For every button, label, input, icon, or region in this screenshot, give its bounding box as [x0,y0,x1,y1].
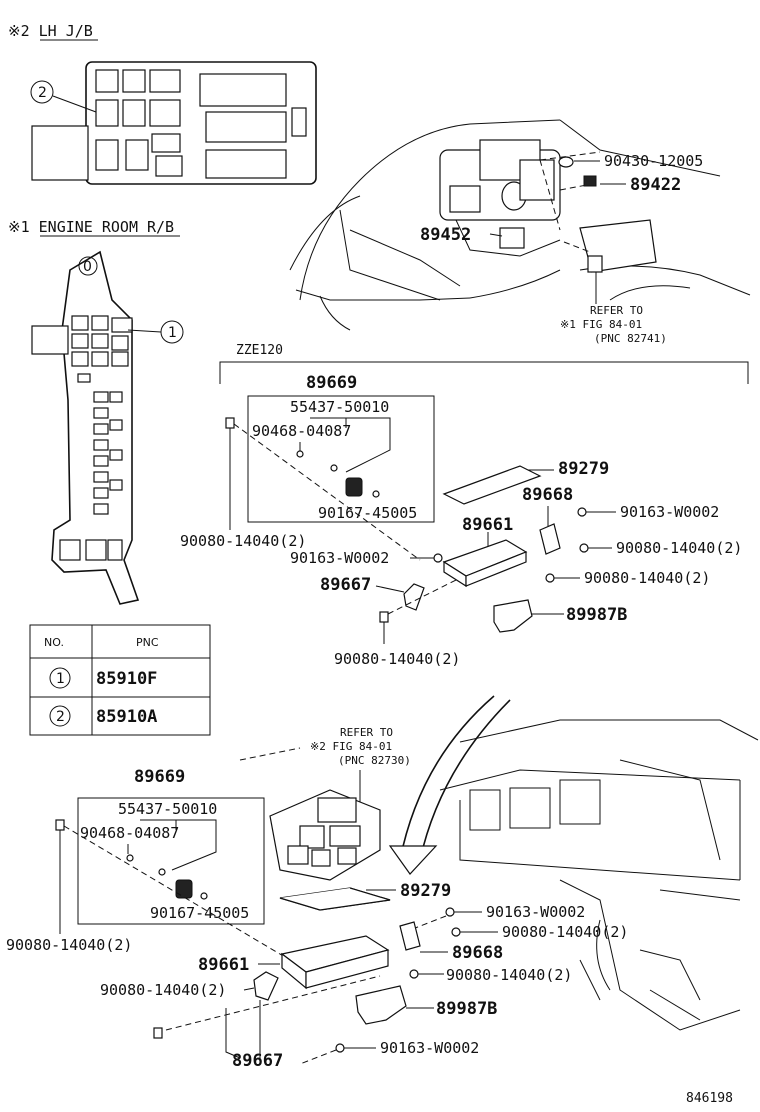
pnc-col-pnc: PNC [136,636,159,649]
screw-icon [445,907,455,917]
callout-0-label: 0 [83,259,92,275]
callout-circle-icon [30,80,54,104]
low-label-90080-left: 90080-14040(2) [6,936,132,954]
clip-icon [175,879,193,899]
screw-icon [451,927,461,937]
mid-label-89668: 89668 [522,485,573,505]
mid-label-90080-bottom: 90080-14040(2) [334,650,460,668]
label-90430-12005: 90430-12005 [604,152,703,170]
low-label-89669: 89669 [134,767,185,787]
label-89422: 89422 [630,175,681,195]
low-label-55437-50010: 55437-50010 [118,800,217,818]
mid-label-90163-right: 90163-W0002 [620,503,719,521]
refer-2-line-a: REFER TO [340,726,393,739]
pnc-col-no: NO. [44,636,64,649]
mid-label-90468-04087: 90468-04087 [252,422,351,440]
bolt-icon [225,417,235,429]
gasket-icon [558,156,574,168]
zze120-section: ZZE120 89669 55437-50010 90468-04087 901… [180,343,749,668]
engine-compartment-drawing: 90430-12005 89422 89452 REFER TO ※1 FIG … [289,119,751,345]
mid-label-90163-left: 90163-W0002 [290,549,389,567]
refer-1-line-a: REFER TO [590,304,643,317]
lh-junction-block: ※2 LH J/B 2 [8,22,317,185]
screw-icon [545,573,555,583]
low-label-90163-bottom: 90163-W0002 [380,1039,479,1057]
bolt-icon [55,819,65,831]
pnc-row-1-value: 85910F [96,669,157,689]
mid-label-89279: 89279 [558,459,609,479]
refer-2-line-b: ※2 FIG 84-01 [310,740,392,753]
screw-icon [126,854,134,862]
engine-rb-title: ※1 ENGINE ROOM R/B [8,218,174,236]
pnc-row-1-no: 1 [56,671,65,687]
pnc-table: NO. PNC 1 85910F 2 85910A [29,624,211,736]
figure-number: 846198 [686,1091,733,1106]
mid-label-90080-left: 90080-14040(2) [180,532,306,550]
screw-icon [409,969,419,979]
low-label-89279: 89279 [400,881,451,901]
low-89669-kit-box [77,797,265,925]
callout-circle-icon [49,667,71,689]
screw-icon [372,490,380,498]
bolt-icon [153,1027,163,1039]
low-label-89667: 89667 [232,1051,283,1071]
variant-label: ZZE120 [236,343,283,358]
callout-1-label: 1 [168,325,177,341]
low-label-89661: 89661 [198,955,249,975]
lh-jb-title: ※2 LH J/B [8,22,93,40]
mid-label-90080-right-2: 90080-14040(2) [584,569,710,587]
label-89452: 89452 [420,225,471,245]
refer-1-line-b: ※1 FIG 84-01 [560,318,642,331]
screw-icon [296,450,304,458]
mid-label-89667: 89667 [320,575,371,595]
screw-icon [158,868,166,876]
screw-icon [433,553,443,563]
callout-circle-icon [49,705,71,727]
interior-section: REFER TO ※2 FIG 84-01 (PNC 82730) 89279 … [6,695,759,1071]
mid-89669-kit-box [247,395,435,523]
mid-label-90167-45005: 90167-45005 [318,504,417,522]
mid-label-89661: 89661 [462,515,513,535]
callout-2-label: 2 [38,85,47,101]
low-label-89987b: 89987B [436,999,497,1019]
mid-label-55437-50010: 55437-50010 [290,398,389,416]
low-label-90080-right-2: 90080-14040(2) [446,966,572,984]
low-label-90167-45005: 90167-45005 [150,904,249,922]
callout-circle-icon [78,256,98,276]
low-label-89668: 89668 [452,943,503,963]
screw-icon [200,892,208,900]
screw-icon [579,543,589,553]
low-label-90080-right-1: 90080-14040(2) [502,923,628,941]
mid-label-90080-right-1: 90080-14040(2) [616,539,742,557]
clip-icon [345,477,363,497]
low-label-90080-left-2: 90080-14040(2) [100,981,226,999]
refer-1-line-c: (PNC 82741) [594,332,667,345]
pnc-row-2-no: 2 [56,709,65,725]
screw-icon [577,507,587,517]
pnc-row-2-value: 85910A [96,707,157,727]
low-label-90468-04087: 90468-04087 [80,824,179,842]
screw-icon [330,464,338,472]
mid-label-89669: 89669 [306,373,357,393]
screw-icon [335,1043,345,1053]
engine-room-relay-block: ※1 ENGINE ROOM R/B 0 1 [8,218,184,605]
sensor-icon [583,175,597,187]
mid-label-89987b: 89987B [566,605,627,625]
bolt-icon [379,611,389,623]
refer-2-line-c: (PNC 82730) [338,754,411,767]
low-label-90163-right: 90163-W0002 [486,903,585,921]
